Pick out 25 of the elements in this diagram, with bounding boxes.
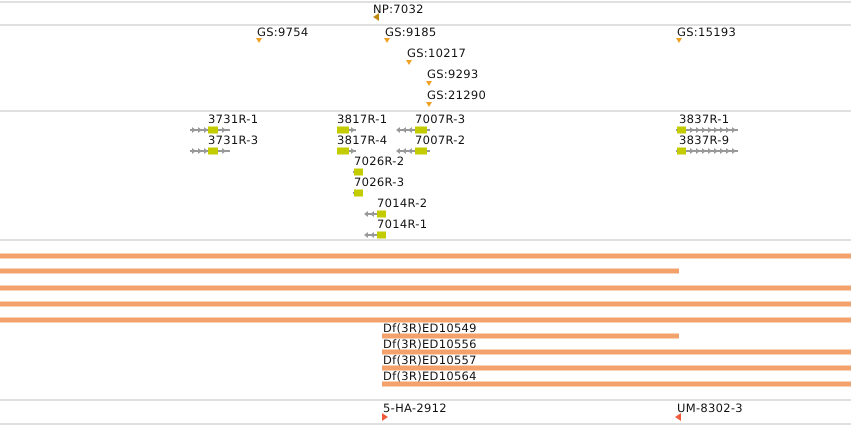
feature-label: 3837R-1 <box>679 113 730 126</box>
feature-label: Df(3R)ED10549 <box>383 322 477 335</box>
feature-label: 3731R-1 <box>208 113 258 126</box>
feature-label: 7007R-3 <box>415 113 466 126</box>
feature-label: Df(3R)ED10564 <box>383 370 477 383</box>
feature-label: 7014R-2 <box>377 197 428 210</box>
feature-label: GS:9185 <box>385 26 436 39</box>
feature-label: GS:15193 <box>677 26 736 39</box>
feature-label: 3817R-1 <box>337 113 388 126</box>
feature-label: GS:9754 <box>257 26 308 39</box>
feature-label: 5-HA-2912 <box>383 402 447 415</box>
feature-label: GS:10217 <box>407 47 466 60</box>
feature-label: 3837R-9 <box>679 134 730 147</box>
feature-label: 7026R-2 <box>354 155 404 168</box>
feature-label: Df(3R)ED10557 <box>383 354 477 367</box>
feature-label: 7026R-3 <box>354 176 404 189</box>
feature-label: Df(3R)ED10556 <box>383 338 477 351</box>
feature-label: UM-8302-3 <box>677 402 743 415</box>
feature-label: 7014R-1 <box>377 218 428 231</box>
feature-label: NP:7032 <box>373 3 424 16</box>
feature-label: 3817R-4 <box>337 134 388 147</box>
feature-label: 7007R-2 <box>415 134 466 147</box>
feature-label: GS:9293 <box>427 68 478 81</box>
feature-label: 3731R-3 <box>208 134 258 147</box>
feature-label: GS:21290 <box>427 89 486 102</box>
